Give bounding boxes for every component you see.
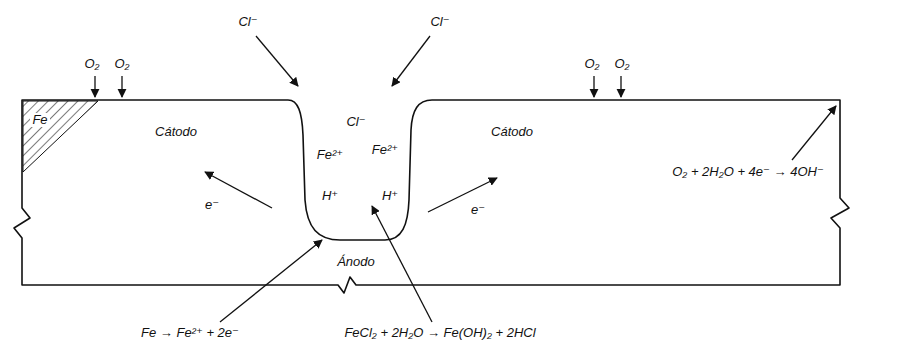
leader-line — [372, 206, 432, 322]
electron-label: e⁻ — [469, 203, 487, 218]
ion-label: Fe²⁺ — [370, 143, 400, 158]
oxygen-label: O₂ — [582, 57, 601, 72]
oxygen-arrow — [94, 76, 95, 97]
ion-label: Cl⁻ — [428, 15, 451, 30]
oxygen-label: O₂ — [612, 57, 631, 72]
chloride-arrow — [392, 36, 430, 86]
reaction-label: O₂ + 2H₂O + 4e⁻ → 4OH⁻ — [670, 165, 826, 180]
leader-line — [220, 240, 322, 322]
reaction-label: FeCl₂ + 2H₂O → Fe(OH)₂ + 2HCl — [342, 326, 537, 341]
metal-slab — [14, 100, 849, 293]
chloride-arrow — [256, 36, 298, 86]
region-label: Ánodo — [335, 255, 377, 270]
ion-label: H⁺ — [380, 189, 400, 204]
electron-label: e⁻ — [203, 198, 221, 213]
ion-label: H⁺ — [320, 189, 340, 204]
metal-label: Fe — [30, 113, 49, 128]
oxygen-arrow — [620, 76, 621, 97]
oxygen-arrow — [121, 76, 122, 97]
hatched-region — [23, 101, 98, 172]
leader-line — [792, 106, 836, 160]
ion-label: Cl⁻ — [236, 15, 259, 30]
oxygen-label: O₂ — [82, 57, 101, 72]
electron-arrow — [428, 178, 497, 212]
oxygen-arrow — [593, 76, 594, 97]
reaction-label: Fe → Fe²⁺ + 2e⁻ — [139, 326, 241, 341]
ion-label: Cl⁻ — [344, 115, 367, 130]
region-label: Cátodo — [153, 125, 199, 140]
ion-label: Fe²⁺ — [315, 148, 345, 163]
region-label: Cátodo — [489, 125, 535, 140]
oxygen-label: O₂ — [112, 57, 131, 72]
